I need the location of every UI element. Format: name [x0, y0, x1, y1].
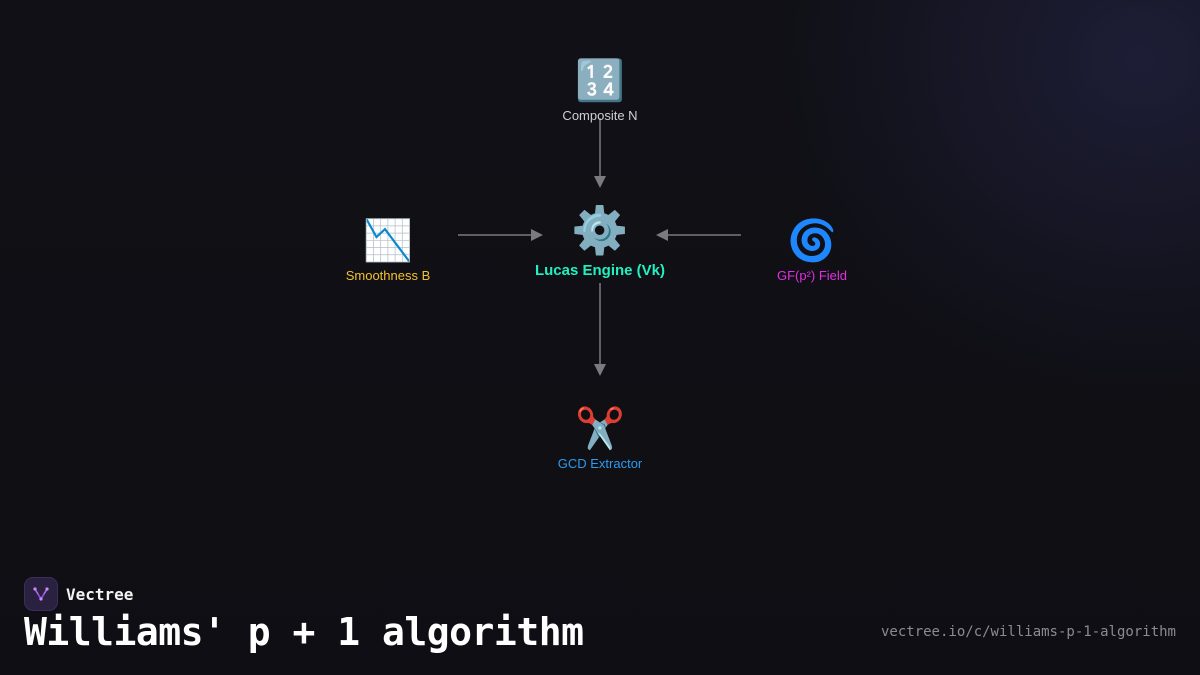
chart-decreasing-icon: 📉: [363, 218, 413, 264]
scissors-icon: ✂️: [575, 406, 625, 452]
page-url[interactable]: vectree.io/c/williams-p-1-algorithm: [880, 624, 1176, 640]
node-label: GF(p²) Field: [776, 268, 848, 283]
node-composite-n: 🔢 Composite N: [562, 58, 637, 123]
brand-name: Vectree: [66, 584, 134, 604]
node-lucas-engine: ⚙️ Lucas Engine (Vk): [535, 204, 665, 279]
gear-icon: ⚙️: [571, 203, 629, 257]
page-title: Williams' p + 1 algorithm: [24, 610, 584, 654]
node-label: GCD Extractor: [557, 456, 643, 471]
node-gf-field: 🌀 GF(p²) Field: [777, 218, 847, 283]
node-label: Lucas Engine (Vk): [534, 262, 666, 279]
cyclone-icon: 🌀: [787, 218, 837, 264]
brand: Vectree: [24, 577, 133, 611]
input-numbers-icon: 🔢: [575, 58, 625, 104]
node-gcd-extractor: ✂️ GCD Extractor: [558, 406, 643, 471]
node-label: Composite N: [562, 108, 638, 123]
node-label: Smoothness B: [345, 268, 431, 283]
vectree-logo-icon: [24, 577, 58, 611]
node-smoothness-b: 📉 Smoothness B: [346, 218, 431, 283]
